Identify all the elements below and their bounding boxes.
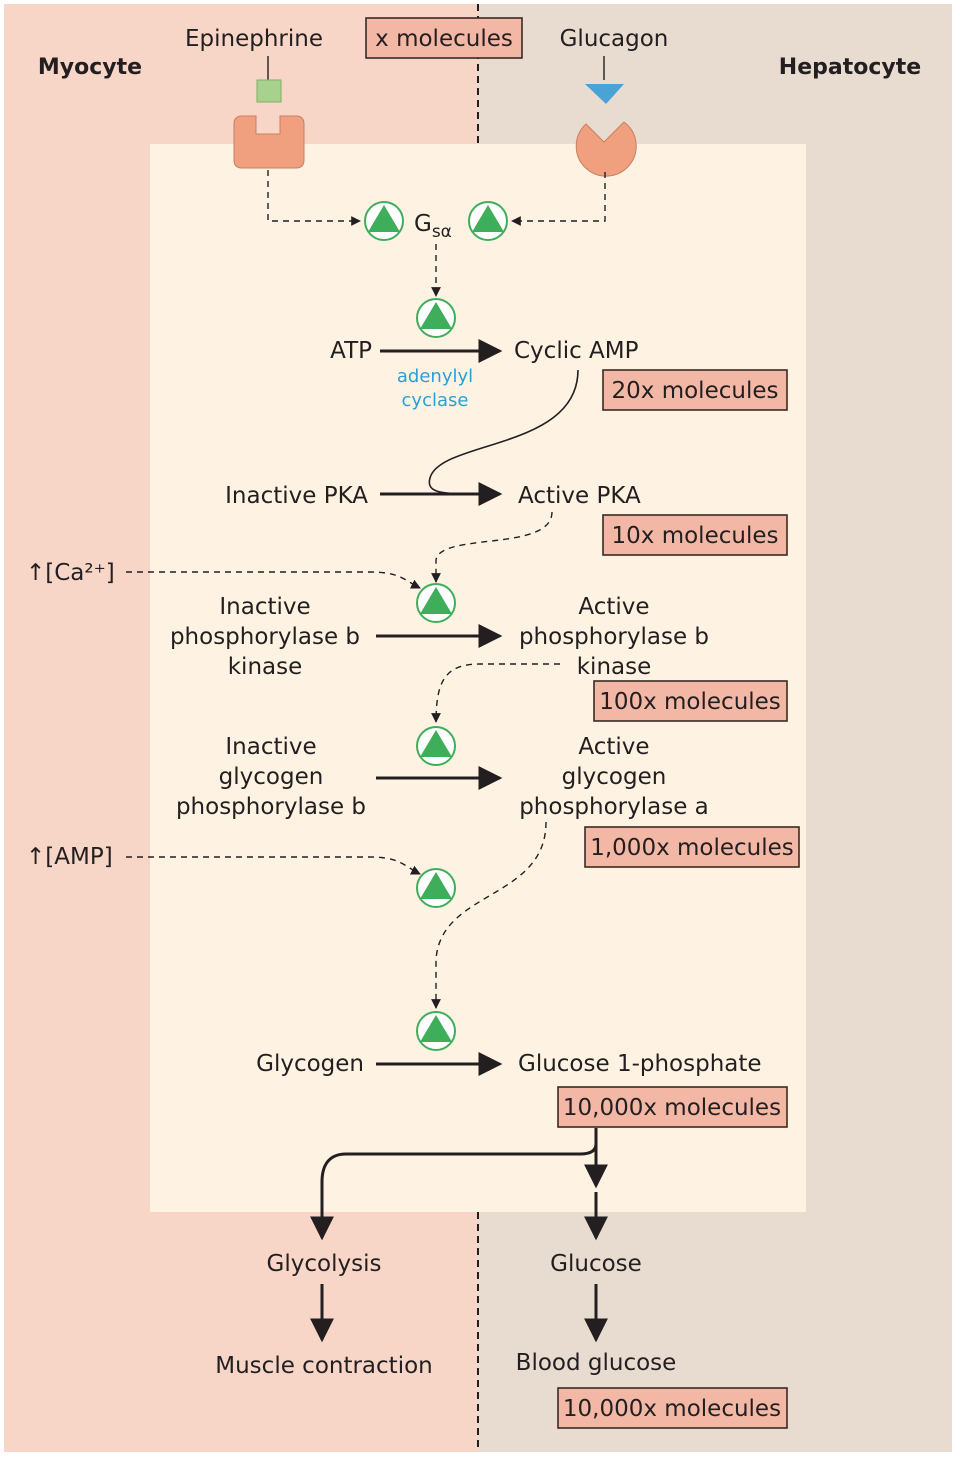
activator-icon-kinase	[416, 583, 456, 623]
camp-amplification-box: 20x molecules	[602, 369, 788, 411]
phos-inactive-line1: Inactive	[225, 734, 316, 760]
kinase-to-phosphorylase-arrow	[431, 663, 560, 723]
kinase-active-line3: kinase	[577, 654, 652, 680]
phos-inactive-line2: glycogen	[219, 764, 324, 790]
phos-active-line3: phosphorylase a	[519, 794, 709, 820]
kinase-inactive-line1: Inactive	[219, 594, 310, 620]
epinephrine-ligand-icon	[256, 79, 282, 103]
kinase-inactive-line2: phosphorylase b	[170, 624, 360, 650]
svg-text:10,000x molecules: 10,000x molecules	[563, 1396, 781, 1422]
activator-icon-gs-left	[364, 201, 404, 241]
phos-active-line2: glycogen	[562, 764, 667, 790]
activator-icon-phosphorylase	[416, 726, 456, 766]
g1p-amplification-box: 10,000x molecules	[557, 1086, 788, 1128]
phos-active-line1: Active	[578, 734, 649, 760]
activator-icon-glycogen	[416, 1011, 456, 1051]
svg-text:100x molecules: 100x molecules	[599, 689, 781, 715]
camp-to-pka-curve	[428, 369, 579, 495]
activator-icon-gs-right	[468, 201, 508, 241]
g1p-label: Glucose 1-phosphate	[518, 1051, 762, 1077]
amp-regulator-label: ↑[AMP]	[26, 844, 113, 870]
glucose-label: Glucose	[550, 1251, 642, 1277]
phos-inactive-line3: phosphorylase b	[176, 794, 366, 820]
activator-icons	[364, 201, 508, 1051]
kinase-inactive-line3: kinase	[228, 654, 303, 680]
epinephrine-receptor-icon	[233, 115, 305, 169]
phosphorylase-to-glycogen-arrow	[431, 821, 547, 1009]
glucagon-ligand-icon	[585, 84, 624, 104]
muscle-contraction-label: Muscle contraction	[215, 1353, 432, 1379]
x-molecules-box: x molecules	[365, 17, 523, 59]
svg-text:10,000x molecules: 10,000x molecules	[563, 1095, 781, 1121]
hepatocyte-label: Hepatocyte	[779, 55, 921, 80]
kinase-active-line1: Active	[578, 594, 649, 620]
gs-alpha-label: Gsα	[414, 211, 452, 242]
blood-glucose-amplification-box: 10,000x molecules	[557, 1387, 788, 1429]
myocyte-label: Myocyte	[38, 55, 142, 80]
atp-label: ATP	[330, 338, 372, 364]
activator-icon-amp	[416, 868, 456, 908]
activator-icon-cyclase	[416, 298, 456, 338]
amp-arrow	[126, 856, 421, 875]
camp-label: Cyclic AMP	[514, 338, 639, 364]
cytosol-region	[150, 144, 806, 1212]
pka-to-kinase-arrow	[431, 511, 553, 583]
pka-amplification-box: 10x molecules	[602, 514, 788, 556]
svg-text:x molecules: x molecules	[375, 26, 513, 52]
calcium-arrow	[126, 571, 421, 589]
blood-glucose-label: Blood glucose	[516, 1350, 677, 1376]
pka-inactive-label: Inactive PKA	[225, 483, 368, 509]
glycogen-label: Glycogen	[256, 1051, 364, 1077]
glucagon-receptor-icon	[575, 121, 637, 177]
glucagon-signal-arrow	[511, 172, 606, 226]
kinase-active-line2: phosphorylase b	[519, 624, 709, 650]
enzyme-label-line2: cyclase	[402, 390, 469, 411]
epinephrine-signal-arrow	[267, 170, 361, 226]
svg-text:1,000x molecules: 1,000x molecules	[590, 835, 794, 861]
calcium-regulator-label: ↑[Ca²⁺]	[26, 560, 115, 586]
glucagon-label: Glucagon	[560, 26, 669, 52]
phosphorylase-amplification-box: 1,000x molecules	[584, 826, 800, 868]
svg-text:20x molecules: 20x molecules	[612, 378, 779, 404]
epinephrine-label: Epinephrine	[185, 26, 323, 52]
enzyme-label-line1: adenylyl	[397, 366, 473, 387]
kinase-amplification-box: 100x molecules	[593, 680, 788, 722]
svg-text:10x molecules: 10x molecules	[612, 523, 779, 549]
pka-active-label: Active PKA	[518, 483, 641, 509]
glycolysis-label: Glycolysis	[267, 1251, 382, 1277]
